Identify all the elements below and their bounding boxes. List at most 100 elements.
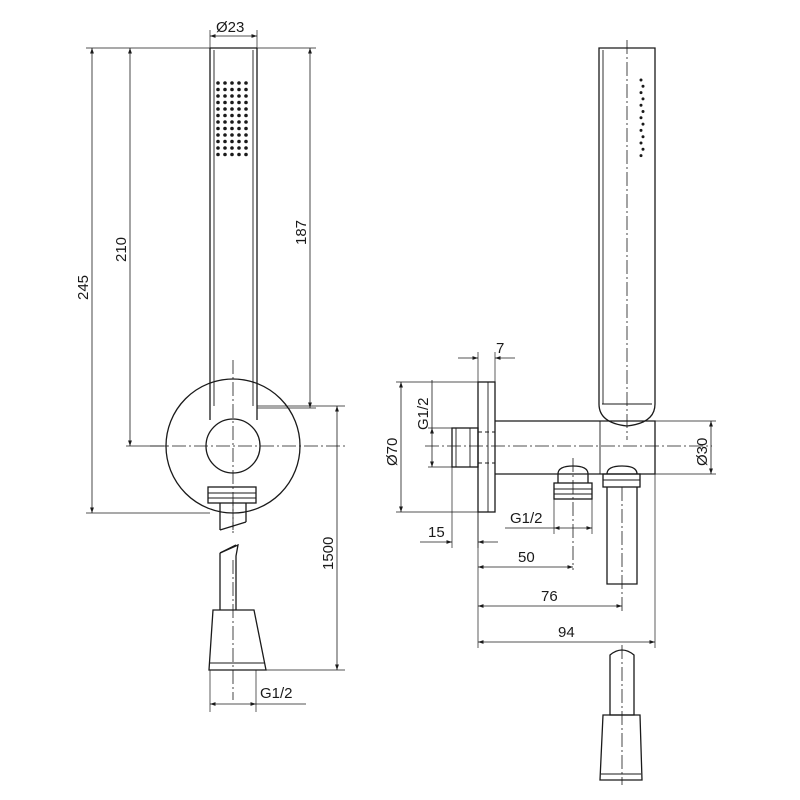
spray-nozzle-dot <box>230 133 234 137</box>
spray-nozzle-dot <box>230 146 234 150</box>
outlet-connector <box>553 458 593 570</box>
spray-nozzle-dot <box>639 78 643 82</box>
label-g12-hose: G1/2 <box>260 685 293 702</box>
hose-end-front <box>208 543 267 700</box>
spray-nozzle-dot <box>230 120 234 124</box>
spray-nozzle-dot <box>216 94 220 98</box>
spray-nozzle-dot <box>223 133 227 137</box>
spray-nozzle-dot <box>244 152 248 157</box>
spray-nozzle-dot <box>244 81 248 85</box>
dimension-50: 50 <box>477 512 573 648</box>
spray-nozzle-dot <box>223 81 227 85</box>
label-1500: 1500 <box>320 537 337 570</box>
spray-nozzle-dot <box>223 94 227 98</box>
spray-nozzle-dot <box>244 94 248 98</box>
dimension-g12-outlet: G1/2 <box>505 499 593 534</box>
spray-nozzle-dot <box>244 139 248 144</box>
spray-nozzle-dot <box>244 146 248 150</box>
valve-body <box>425 420 712 475</box>
spray-nozzle-dot <box>244 100 248 105</box>
dimension-15: 15 <box>420 467 498 548</box>
spray-nozzle-dot <box>639 154 643 158</box>
spray-nozzle-dot <box>223 107 227 111</box>
side-view: 7 G1/2 Ø70 Ø30 <box>384 40 716 785</box>
inlet-nipple <box>451 427 495 468</box>
spray-nozzle-dot <box>244 113 248 118</box>
dimension-dia-30: Ø30 <box>655 420 716 475</box>
spray-nozzle-dot <box>223 126 227 131</box>
label-g12-outlet: G1/2 <box>510 510 543 527</box>
spray-nozzle-dot <box>639 91 643 95</box>
spray-nozzle-dot <box>237 113 241 118</box>
spray-nozzle-column <box>639 78 645 158</box>
spray-nozzle-dot <box>641 110 645 113</box>
dimension-7: 7 <box>458 340 515 382</box>
dimension-1500: 1500 <box>257 405 345 671</box>
dimension-210: 210 <box>113 48 168 447</box>
spray-nozzle-dot <box>237 120 241 124</box>
dimension-g12-inlet: G1/2 <box>415 380 452 468</box>
spray-nozzle-dot <box>230 113 234 118</box>
hose-end-side <box>599 645 643 785</box>
spray-nozzle-dot <box>230 126 234 131</box>
spray-nozzle-dot <box>237 107 241 111</box>
spray-nozzle-grid <box>216 81 248 157</box>
spray-nozzle-dot <box>639 128 643 132</box>
spray-nozzle-dot <box>639 116 643 120</box>
dimension-dia-70: Ø70 <box>384 381 478 513</box>
spray-nozzle-dot <box>216 152 220 157</box>
spray-nozzle-dot <box>641 147 645 151</box>
label-76: 76 <box>541 588 558 605</box>
dimension-76: 76 <box>478 588 622 608</box>
label-dia-23: Ø23 <box>216 19 244 36</box>
spray-nozzle-dot <box>237 152 241 157</box>
spray-nozzle-dot <box>223 113 227 118</box>
spray-nozzle-dot <box>216 146 220 150</box>
dimension-94: 94 <box>478 474 656 648</box>
spray-nozzle-dot <box>223 146 227 150</box>
dimension-245: 245 <box>75 47 210 514</box>
spray-nozzle-dot <box>216 120 220 124</box>
spray-nozzle-dot <box>223 120 227 124</box>
spray-nozzle-dot <box>223 100 227 105</box>
hose-connector-front <box>207 486 257 531</box>
spray-nozzle-dot <box>641 122 645 126</box>
spray-nozzle-dot <box>230 81 234 85</box>
spray-nozzle-dot <box>639 141 643 145</box>
spray-nozzle-dot <box>230 100 234 105</box>
spray-nozzle-dot <box>237 146 241 150</box>
spray-nozzle-dot <box>639 103 643 107</box>
spray-nozzle-dot <box>216 133 220 137</box>
label-dia-30: Ø30 <box>694 438 711 466</box>
spray-nozzle-dot <box>237 133 241 137</box>
label-245: 245 <box>75 275 92 300</box>
spray-nozzle-dot <box>223 139 227 144</box>
spray-nozzle-dot <box>641 135 645 139</box>
hand-shower-handle <box>209 47 258 408</box>
label-94: 94 <box>558 624 575 641</box>
label-7: 7 <box>496 340 504 357</box>
dimension-187: 187 <box>257 47 316 409</box>
spray-nozzle-dot <box>237 139 241 144</box>
label-15: 15 <box>428 524 445 541</box>
hand-shower-side <box>598 40 656 440</box>
dimension-dia-23: Ø23 <box>209 19 258 48</box>
spray-nozzle-dot <box>230 94 234 98</box>
spray-nozzle-dot <box>216 139 220 144</box>
spray-nozzle-dot <box>230 107 234 111</box>
spray-nozzle-dot <box>641 84 645 88</box>
spray-nozzle-dot <box>237 94 241 98</box>
spray-nozzle-dot <box>237 100 241 105</box>
spray-nozzle-dot <box>216 113 220 118</box>
spray-nozzle-dot <box>223 87 227 92</box>
spray-nozzle-dot <box>216 100 220 105</box>
wall-plate-side <box>477 381 496 513</box>
label-50: 50 <box>518 549 535 566</box>
spray-nozzle-dot <box>230 152 234 157</box>
spray-nozzle-dot <box>244 126 248 131</box>
spray-nozzle-dot <box>216 126 220 131</box>
spray-nozzle-dot <box>216 87 220 92</box>
spray-nozzle-dot <box>641 97 645 101</box>
